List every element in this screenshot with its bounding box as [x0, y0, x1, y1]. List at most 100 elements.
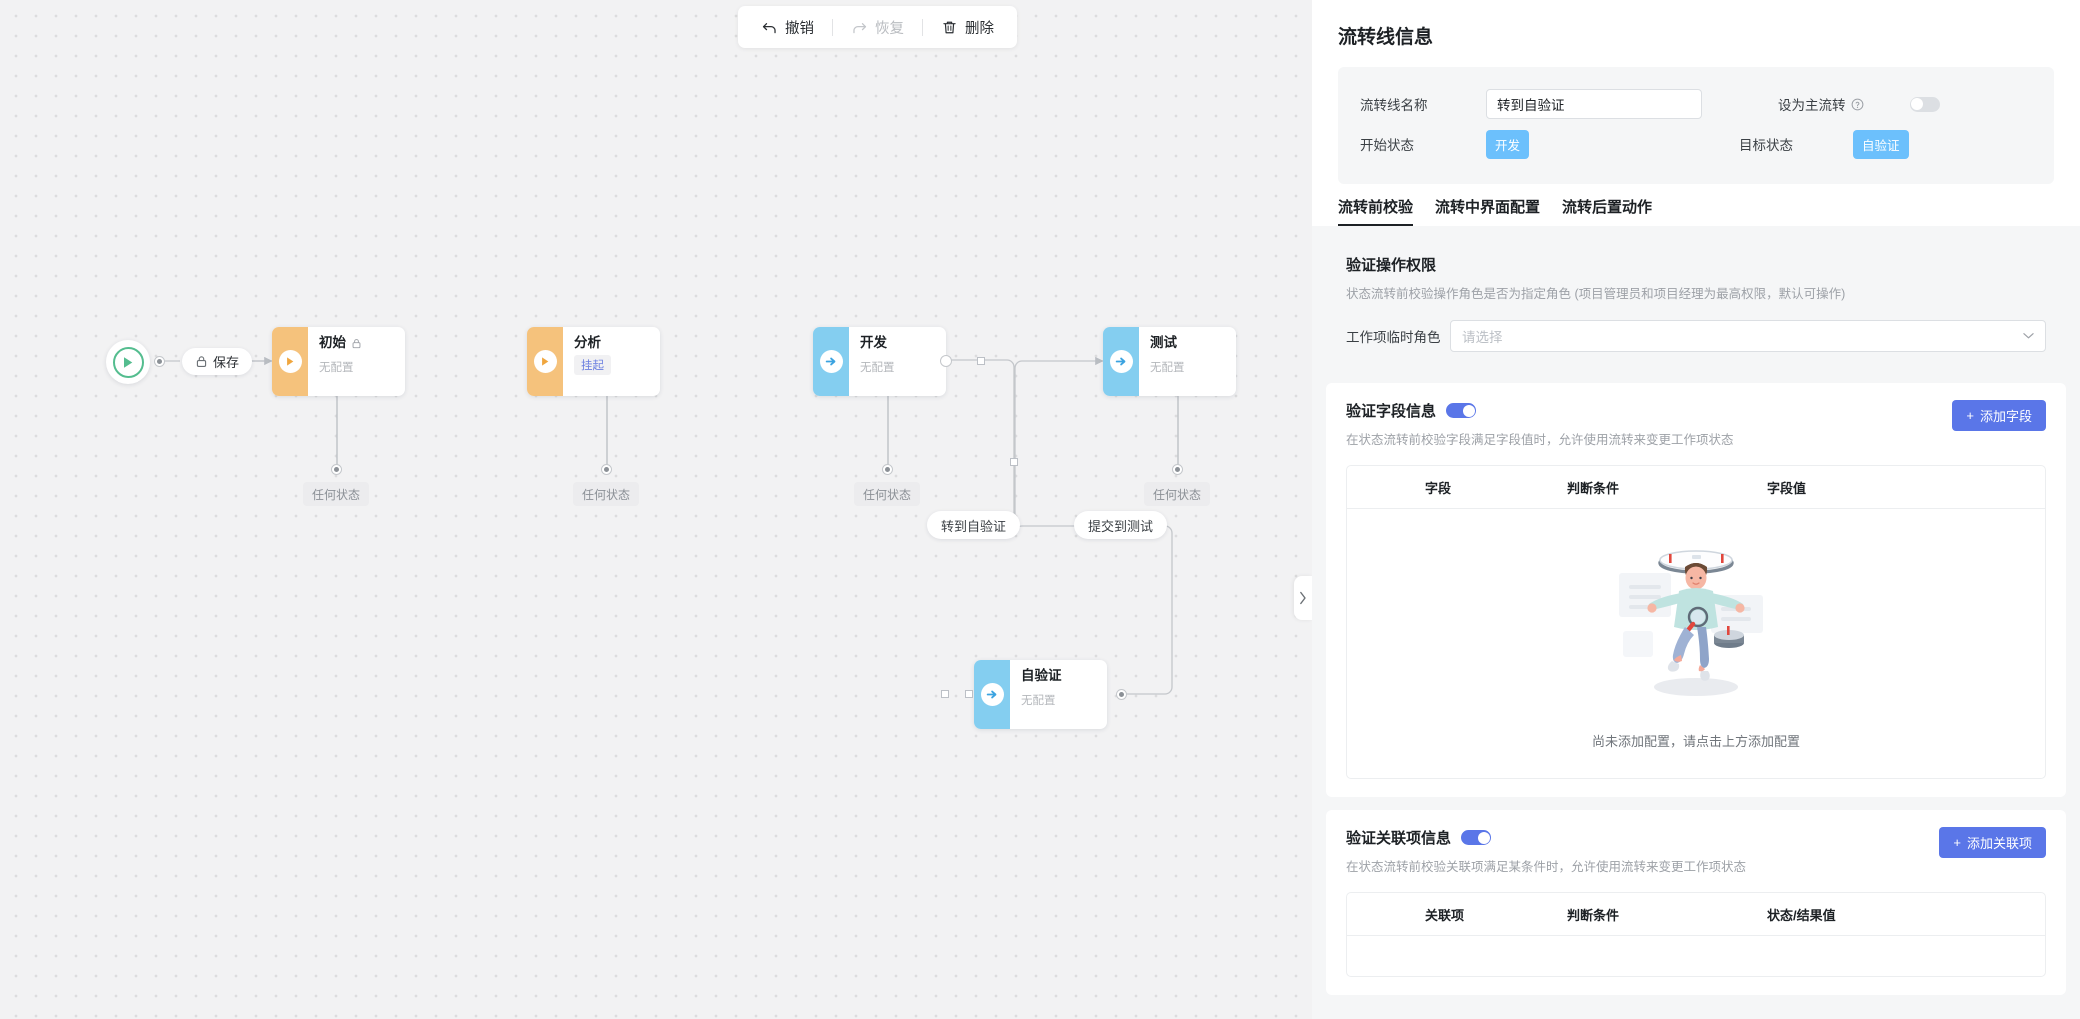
workflow-canvas[interactable]: 撤销 恢复 删除	[0, 0, 1312, 1019]
transition-name-label: 流转线名称	[1360, 98, 1428, 113]
role-select[interactable]: 请选择	[1450, 320, 2046, 352]
edge-waypoint-2[interactable]	[1010, 458, 1018, 466]
node-play-icon	[278, 350, 302, 373]
node-ziyanzheng[interactable]: 自验证 无配置	[974, 660, 1107, 729]
any-state-text: 任何状态	[582, 487, 631, 502]
permission-box: 验证操作权限 状态流转前校验操作角色是否为指定角色 (项目管理员和项目经理为最高…	[1326, 238, 2066, 370]
any-state-handle-4[interactable]	[1172, 464, 1183, 475]
delete-label: 删除	[965, 20, 994, 37]
transition-name-row: 流转线名称 设为主流转	[1360, 84, 2032, 124]
any-state-label-4: 任何状态	[1144, 482, 1211, 506]
field-card-desc: 在状态流转前校验字段满足字段值时，允许使用流转来变更工作项状态	[1346, 433, 1734, 447]
node-color-bar	[974, 660, 1010, 729]
node-arrow-icon	[1109, 350, 1133, 373]
relation-validation-card: 验证关联项信息 在状态流转前校验关联项满足某条件时，允许使用流转来变更工作项状态…	[1326, 810, 2066, 995]
field-validation-card: 验证字段信息 在状态流转前校验字段满足字段值时，允许使用流转来变更工作项状态 +…	[1326, 383, 2066, 797]
tab-mid-ui-config[interactable]: 流转中界面配置	[1435, 199, 1541, 216]
any-state-text: 任何状态	[863, 487, 912, 502]
start-node[interactable]	[106, 340, 150, 384]
node-body: 分析 挂起	[563, 327, 660, 396]
relation-card-title: 验证关联项信息	[1346, 830, 1452, 847]
node-color-bar	[527, 327, 563, 396]
node-subtitle: 无配置	[860, 361, 895, 374]
start-state-tag: 开发	[1486, 129, 1530, 159]
panel-tabs: 流转前校验 流转中界面配置 流转后置动作	[1312, 184, 2080, 226]
node-kaifa-out-handle[interactable]	[940, 355, 952, 367]
undo-button[interactable]: 撤销	[752, 13, 823, 42]
relation-table-header: 关联项 判断条件 状态/结果值	[1347, 893, 2045, 936]
node-title: 分析	[574, 335, 601, 350]
field-col-field: 字段	[1425, 480, 1452, 496]
node-ceshi[interactable]: 测试 无配置	[1103, 327, 1236, 396]
panel-header: 流转线信息 流转线名称 设为主流转	[1312, 0, 2080, 184]
relation-table: 关联项 判断条件 状态/结果值	[1346, 892, 2046, 977]
start-node-handle[interactable]	[154, 356, 165, 367]
add-relation-button[interactable]: + 添加关联项	[1939, 827, 2046, 858]
edge-label-submit-to-test[interactable]: 提交到测试	[1074, 511, 1168, 539]
edge-layer	[163, 356, 1183, 695]
empty-illustration-icon	[1619, 550, 1763, 696]
redo-button[interactable]: 恢复	[842, 13, 913, 42]
add-field-button[interactable]: + 添加字段	[1952, 400, 2046, 431]
redo-icon	[853, 22, 867, 33]
node-arrow-icon	[819, 350, 843, 373]
help-circle-icon[interactable]	[1851, 98, 1864, 111]
any-state-handle-3[interactable]	[882, 464, 893, 475]
field-card-head: 验证字段信息 在状态流转前校验字段满足字段值时，允许使用流转来变更工作项状态 +…	[1346, 400, 2046, 448]
role-row: 工作项临时角色 请选择	[1346, 320, 2046, 352]
save-transition-pill[interactable]: 保存	[182, 348, 253, 375]
permission-title: 验证操作权限	[1346, 257, 1437, 274]
edge-label-text: 转到自验证	[941, 518, 1007, 534]
field-table: 字段 判断条件 字段值	[1346, 465, 2046, 779]
node-title-row: 自验证	[1021, 668, 1107, 684]
delete-button[interactable]: 删除	[932, 13, 1003, 42]
node-color-bar	[1103, 327, 1139, 396]
node-kaifa[interactable]: 开发 无配置	[813, 327, 946, 396]
node-color-bar	[272, 327, 308, 396]
transition-info-panel: 流转线信息 流转线名称 设为主流转	[1312, 0, 2080, 1019]
plus-icon: +	[1953, 835, 1961, 850]
node-fenxi[interactable]: 分析 挂起	[527, 327, 660, 396]
edge-label-to-self-verify[interactable]: 转到自验证	[927, 511, 1021, 539]
node-ziyanzheng-out-handle[interactable]	[1116, 689, 1127, 700]
edge-waypoint-4[interactable]	[965, 690, 973, 698]
field-section-toggle[interactable]	[1446, 403, 1477, 418]
field-table-empty-state: 尚未添加配置，请点击上方添加配置	[1347, 509, 2045, 778]
node-title-row: 分析	[574, 335, 660, 351]
any-state-handle-2[interactable]	[601, 464, 612, 475]
start-state-label: 开始状态	[1360, 138, 1414, 153]
panel-collapse-handle[interactable]	[1294, 576, 1312, 620]
page-title: 流转线信息	[1338, 27, 1434, 48]
relation-col-condition: 判断条件	[1567, 907, 1620, 923]
node-subtitle: 无配置	[1021, 694, 1056, 707]
relation-card-head-left: 验证关联项信息 在状态流转前校验关联项满足某条件时，允许使用流转来变更工作项状态	[1346, 827, 1746, 875]
permission-card: 验证操作权限 状态流转前校验操作角色是否为指定角色 (项目管理员和项目经理为最高…	[1326, 238, 2066, 370]
relation-card-head: 验证关联项信息 在状态流转前校验关联项满足某条件时，允许使用流转来变更工作项状态…	[1346, 827, 2046, 875]
any-state-label-2: 任何状态	[573, 482, 640, 506]
redo-label: 恢复	[875, 20, 904, 37]
main-transition-toggle[interactable]	[1909, 96, 1940, 112]
edge-waypoint-1[interactable]	[977, 357, 985, 365]
relation-section-toggle[interactable]	[1461, 830, 1492, 845]
edge-label-text: 提交到测试	[1088, 518, 1154, 534]
node-color-bar	[813, 327, 849, 396]
chevron-right-icon	[1300, 591, 1306, 605]
field-card-title: 验证字段信息	[1346, 403, 1437, 420]
edge-waypoint-3[interactable]	[941, 690, 949, 698]
tab-post-actions[interactable]: 流转后置动作	[1562, 199, 1653, 216]
transition-name-input[interactable]	[1486, 89, 1702, 119]
any-state-text: 任何状态	[312, 487, 361, 502]
any-state-handle-1[interactable]	[331, 464, 342, 475]
node-chushi[interactable]: 初始 无配置	[272, 327, 405, 396]
any-state-label-1: 任何状态	[303, 482, 370, 506]
field-card-head-left: 验证字段信息 在状态流转前校验字段满足字段值时，允许使用流转来变更工作项状态	[1346, 400, 1734, 448]
relation-table-body	[1347, 936, 2045, 976]
node-tag[interactable]: 挂起	[574, 354, 611, 375]
node-body: 初始 无配置	[308, 327, 405, 396]
target-state-label: 目标状态	[1739, 138, 1794, 153]
tab-pre-validation[interactable]: 流转前校验	[1338, 196, 1414, 226]
permission-desc: 状态流转前校验操作角色是否为指定角色 (项目管理员和项目经理为最高权限，默认可操…	[1346, 287, 1846, 301]
field-col-condition: 判断条件	[1567, 480, 1620, 496]
transition-info-box: 流转线名称 设为主流转 开始状态	[1338, 67, 2054, 184]
any-state-label-3: 任何状态	[854, 482, 921, 506]
